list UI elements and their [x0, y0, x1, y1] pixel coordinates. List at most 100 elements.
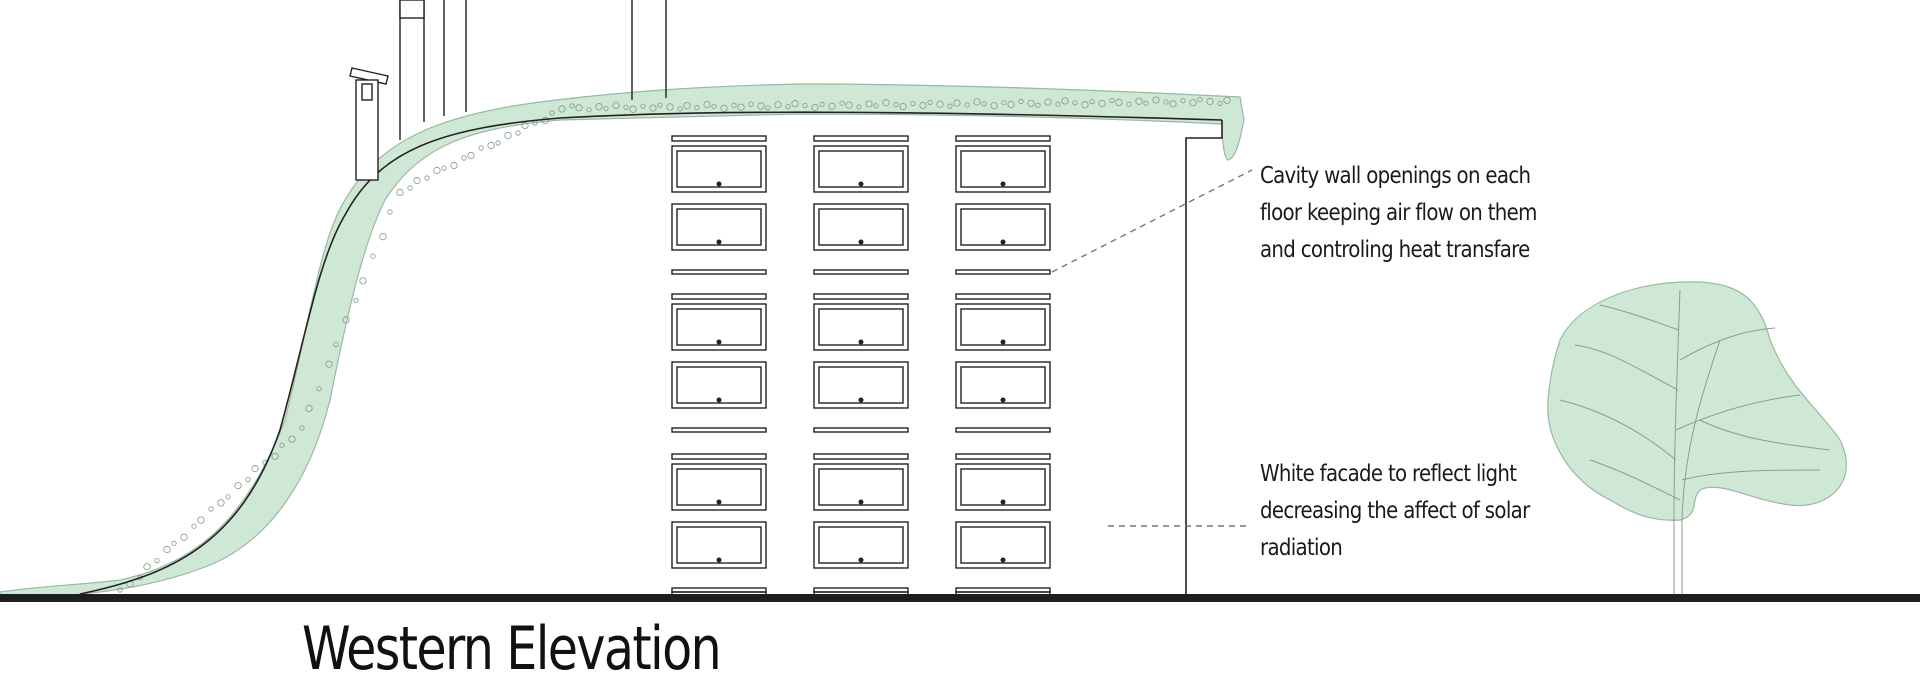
- window-handle: [716, 181, 722, 187]
- vegetation-dot: [785, 104, 791, 110]
- vegetation-dot: [549, 110, 555, 116]
- window-frame: [671, 303, 767, 351]
- vegetation-dot: [1189, 99, 1197, 107]
- vegetation-dot: [657, 102, 663, 108]
- vegetation-dot: [396, 188, 404, 196]
- vegetation-dot: [225, 494, 231, 500]
- window-frame: [955, 303, 1051, 351]
- vegetation-dot: [450, 161, 458, 170]
- window-grid: [671, 135, 1051, 596]
- vegetation-dot: [683, 102, 691, 110]
- vegetation-dot: [1126, 101, 1132, 107]
- cavity-opening: [955, 269, 1051, 275]
- vegetation-dot: [541, 116, 549, 125]
- vegetation-dot: [325, 360, 333, 368]
- vegetation-dot: [1163, 99, 1169, 105]
- vegetation-dot: [1206, 97, 1214, 106]
- vegetation-dot: [1143, 100, 1149, 106]
- window-frame: [955, 203, 1051, 251]
- cavity-wall-annotation: Cavity wall openings on each floor keepi…: [1260, 158, 1537, 269]
- window-frame: [671, 203, 767, 251]
- vegetation-dot: [981, 101, 987, 107]
- window-handle: [858, 339, 864, 345]
- window-pane: [960, 366, 1046, 404]
- window-pane: [960, 208, 1046, 246]
- window-frame: [671, 463, 767, 511]
- window-frame: [813, 145, 909, 193]
- window-frame: [955, 361, 1051, 409]
- vegetation-dot: [774, 101, 782, 109]
- window-pane: [960, 526, 1046, 564]
- vegetation-dot: [936, 100, 944, 108]
- window-handle: [716, 557, 722, 563]
- window-pane: [676, 526, 762, 564]
- window-frame: [671, 145, 767, 193]
- vegetation-dot: [990, 102, 998, 110]
- window-handle: [1000, 557, 1006, 563]
- vegetation-dot: [711, 103, 717, 110]
- window-handle: [716, 339, 722, 345]
- vegetation-dot: [1169, 100, 1177, 108]
- vegetation-dot: [180, 533, 188, 541]
- roof-eave: [1185, 120, 1223, 600]
- vegetation-dot: [279, 442, 285, 448]
- window-frame: [813, 361, 909, 409]
- window-frame: [955, 463, 1051, 511]
- drawing-title: Western Elevation: [302, 614, 722, 684]
- tree: [1547, 281, 1847, 594]
- vegetation-dot: [873, 103, 879, 109]
- vegetation-dot: [208, 506, 214, 512]
- vegetation-dot: [163, 545, 171, 554]
- window-pane: [676, 468, 762, 506]
- window-pane: [818, 526, 904, 564]
- vegetation-dot: [143, 563, 151, 571]
- vegetation-dot: [649, 104, 657, 112]
- annotation-line: Cavity wall openings on each: [1260, 163, 1531, 189]
- vegetation-dot: [839, 100, 845, 106]
- vegetation-dot: [603, 105, 609, 112]
- vegetation-dot: [333, 341, 339, 348]
- cavity-opening: [813, 135, 909, 142]
- vegetation-dot: [467, 151, 475, 160]
- vegetation-texture: [117, 96, 1231, 593]
- vegetation-dot: [1027, 99, 1035, 107]
- vegetation-dot: [359, 277, 367, 285]
- vegetation-dot: [171, 540, 177, 547]
- window-frame: [671, 521, 767, 569]
- window-handle: [858, 397, 864, 403]
- vegetation-dot: [1109, 97, 1115, 104]
- vegetation-dot: [828, 102, 836, 110]
- vegetation-dot: [575, 104, 583, 112]
- vegetation-dot: [1217, 100, 1223, 107]
- vegetation-dot: [623, 104, 629, 110]
- vegetation-dot: [433, 166, 441, 175]
- window-handle: [1000, 239, 1006, 245]
- cavity-opening: [671, 293, 767, 300]
- vegetation-dot: [342, 316, 350, 324]
- vegetation-dot: [811, 103, 819, 112]
- vegetation-dot: [413, 176, 421, 185]
- vegetation-dot: [1061, 97, 1069, 105]
- vegetation-dot: [845, 101, 853, 109]
- vegetation-dot: [299, 425, 305, 431]
- window-handle: [716, 239, 722, 245]
- vegetation-dot: [1197, 97, 1203, 103]
- cavity-opening: [955, 453, 1051, 460]
- vegetation-dot: [893, 102, 899, 108]
- cavity-opening: [813, 269, 909, 275]
- window-handle: [1000, 499, 1006, 505]
- window-handle: [858, 557, 864, 563]
- window-pane: [676, 150, 762, 188]
- window-handle: [1000, 397, 1006, 403]
- cavity-opening: [671, 453, 767, 460]
- roof-vents: [349, 0, 667, 181]
- vegetation-dot: [666, 103, 674, 111]
- window-handle: [858, 181, 864, 187]
- window-handle: [716, 499, 722, 505]
- annotation-line: White facade to reflect light: [1260, 461, 1517, 487]
- vegetation-dot: [558, 105, 566, 113]
- vegetation-dot: [865, 100, 873, 108]
- window-pane: [818, 308, 904, 346]
- vegetation-dot: [461, 155, 467, 161]
